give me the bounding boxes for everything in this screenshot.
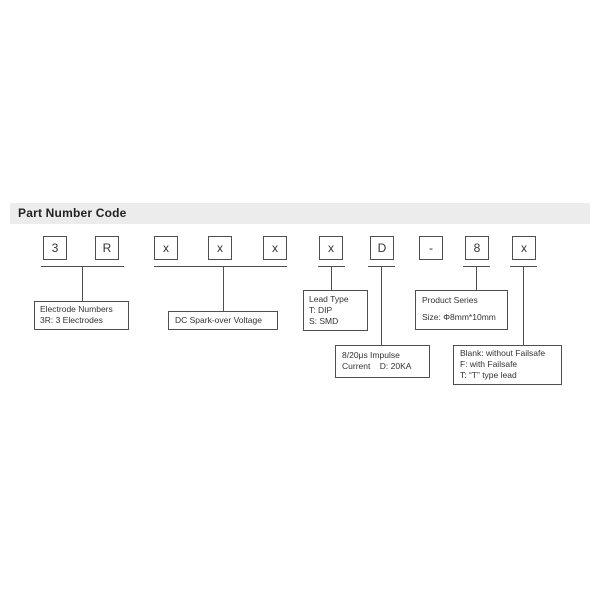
callout-line: T: DIP — [309, 305, 333, 315]
callout-line: Electrode Numbers — [40, 304, 113, 314]
connector-stem-electrode — [82, 266, 83, 301]
connector-stem-failsafe — [523, 266, 524, 345]
callout-lead-type: Lead Type T: DIP S: SMD — [303, 290, 368, 331]
callout-impulse-current: 8/20μs Impulse Current D: 20KA — [335, 345, 430, 378]
connector-stem-product-series — [476, 266, 477, 290]
code-box-voltage-digit-3: x — [263, 236, 287, 260]
code-box-impulse-current: D — [370, 236, 394, 260]
connector-bar-voltage-group — [154, 266, 287, 267]
callout-line: 8/20μs Impulse — [342, 350, 400, 360]
callout-dc-spark-over-voltage: DC Spark-over Voltage — [168, 311, 278, 330]
code-box-series-letter: R — [95, 236, 119, 260]
connector-stem-voltage — [223, 266, 224, 311]
callout-line: Blank: without Failsafe — [460, 348, 546, 358]
callout-line: S: SMD — [309, 316, 339, 326]
code-box-failsafe: x — [512, 236, 536, 260]
callout-failsafe-options: Blank: without Failsafe F: with Failsafe… — [453, 345, 562, 385]
callout-line: Product Series — [422, 295, 478, 305]
code-box-product-series: 8 — [465, 236, 489, 260]
code-box-voltage-digit-1: x — [154, 236, 178, 260]
connector-stem-lead-type — [331, 266, 332, 290]
callout-line: Size: Φ8mm*10mm — [422, 312, 496, 322]
callout-line: F: with Failsafe — [460, 359, 518, 369]
callout-line: DC Spark-over Voltage — [175, 315, 262, 325]
code-box-electrode-count: 3 — [43, 236, 67, 260]
code-box-dash: - — [419, 236, 443, 260]
callout-electrode-numbers: Electrode Numbers 3R: 3 Electrodes — [34, 301, 129, 330]
callout-line: T: “T” type lead — [460, 370, 517, 380]
code-box-voltage-digit-2: x — [208, 236, 232, 260]
section-header-bar: Part Number Code — [10, 203, 590, 224]
connector-stem-impulse — [381, 266, 382, 345]
section-title: Part Number Code — [18, 206, 127, 220]
callout-line: Current D: 20KA — [342, 361, 412, 371]
callout-line: 3R: 3 Electrodes — [40, 315, 103, 325]
callout-line: Lead Type — [309, 294, 349, 304]
code-box-lead-type: x — [319, 236, 343, 260]
callout-product-series: Product Series Size: Φ8mm*10mm — [415, 290, 508, 330]
